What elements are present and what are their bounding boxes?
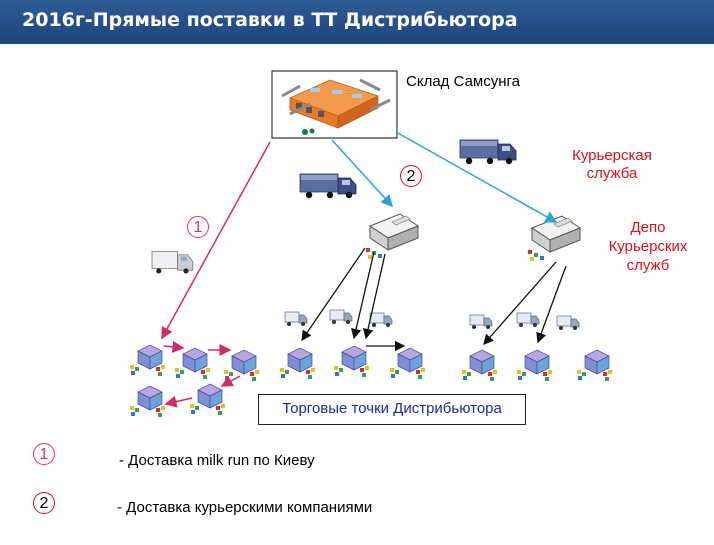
courier-depot-label: Депо Курьерских служб bbox=[596, 218, 700, 275]
store-icon bbox=[129, 344, 166, 377]
white-truck-icon bbox=[151, 251, 194, 274]
small-truck-icon bbox=[329, 309, 353, 325]
truck-icon bbox=[299, 173, 357, 199]
depot-label-line2: Курьерских bbox=[608, 238, 688, 255]
store-icon bbox=[223, 349, 260, 382]
store-icon bbox=[189, 383, 226, 416]
courier-label-line1: Курьерская bbox=[572, 147, 652, 164]
legend-marker-2: 2 bbox=[33, 492, 55, 514]
warehouse-icon bbox=[281, 78, 391, 135]
courier-label-line2: служба bbox=[586, 165, 638, 182]
small-truck-icon bbox=[284, 311, 308, 327]
store-icon bbox=[389, 347, 426, 380]
store-icon bbox=[129, 385, 166, 418]
store-icon bbox=[516, 349, 553, 382]
courier-service-label: Курьерская служба bbox=[556, 147, 668, 183]
route-2-marker: 2 bbox=[400, 165, 422, 187]
retail-points-label: Торговые точки Дистрибьютора bbox=[258, 394, 526, 425]
depot-label-line3: служб bbox=[626, 257, 670, 274]
milk-run-arrow bbox=[161, 141, 271, 340]
truck-icon bbox=[459, 139, 517, 165]
depot-icon bbox=[527, 215, 581, 262]
route-1-marker: 1 bbox=[187, 216, 209, 238]
small-truck-icon bbox=[469, 314, 493, 330]
small-truck-icon bbox=[556, 315, 580, 331]
page-title: 2016г-Прямые поставки в ТТ Дистрибьютора bbox=[22, 9, 518, 31]
title-bar: 2016г-Прямые поставки в ТТ Дистрибьютора bbox=[0, 0, 714, 44]
small-truck-icon bbox=[369, 312, 393, 328]
legend-text-2: - Доставка курьерскими компаниями bbox=[117, 499, 373, 516]
small-truck-icon bbox=[516, 312, 540, 328]
store-icon bbox=[333, 345, 370, 378]
courier-route-arrow bbox=[331, 139, 394, 208]
store-icon bbox=[279, 347, 316, 380]
depot-label-line1: Депо bbox=[630, 219, 666, 236]
store-icon bbox=[461, 349, 498, 382]
courier-route-arrow bbox=[395, 131, 558, 223]
legend-text-1: - Доставка milk run по Киеву bbox=[119, 452, 315, 469]
warehouse-label: Склад Самсунга bbox=[406, 73, 521, 90]
legend-marker-1: 1 bbox=[33, 443, 55, 465]
store-icon bbox=[174, 347, 211, 380]
store-icon bbox=[576, 349, 613, 382]
